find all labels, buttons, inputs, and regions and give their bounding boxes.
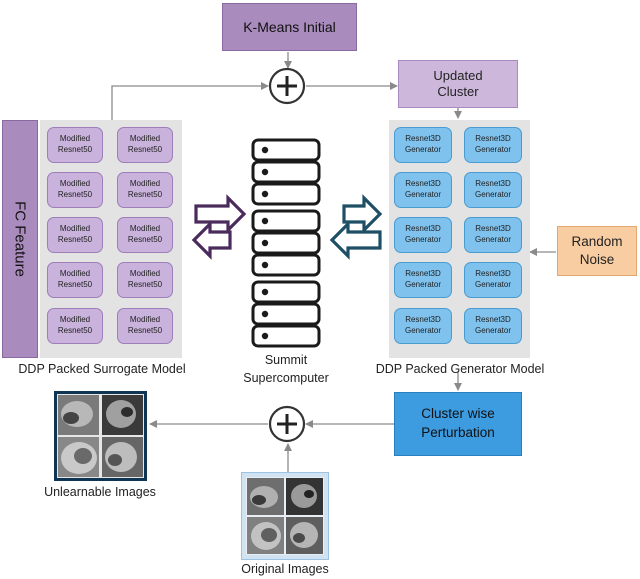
generator-block: Resnet3D Generator xyxy=(464,217,522,253)
generator-block: Resnet3D Generator xyxy=(394,262,452,298)
surrogate-to-plus-arrow xyxy=(111,82,269,120)
original-ct-image xyxy=(246,477,324,555)
server-led-icons xyxy=(261,146,269,340)
unlearnable-images-grid xyxy=(54,391,147,481)
cluster-perturbation-box: Cluster wise Perturbation xyxy=(394,392,522,456)
right-exchange-arrows-icon xyxy=(329,194,383,260)
original-images-grid xyxy=(241,472,329,560)
updated-cluster-box: Updated Cluster xyxy=(398,60,518,108)
generator-block: Resnet3D Generator xyxy=(394,217,452,253)
bottom-plus-icon xyxy=(268,405,306,443)
surrogate-block: Modified Resnet50 xyxy=(47,308,103,344)
generator-model-panel: Resnet3D Generator Resnet3D Generator Re… xyxy=(389,120,530,358)
fc-feature-label: FC Feature xyxy=(11,201,29,277)
surrogate-block: Modified Resnet50 xyxy=(117,172,173,208)
unlearnable-images-caption: Unlearnable Images xyxy=(44,485,156,499)
generator-model-caption: DDP Packed Generator Model xyxy=(375,362,545,376)
surrogate-block: Modified Resnet50 xyxy=(47,217,103,253)
kmeans-initial-box: K-Means Initial xyxy=(222,3,357,51)
surrogate-model-caption: DDP Packed Surrogate Model xyxy=(18,362,186,376)
generator-block: Resnet3D Generator xyxy=(394,308,452,344)
surrogate-block: Modified Resnet50 xyxy=(47,127,103,163)
surrogate-block: Modified Resnet50 xyxy=(47,172,103,208)
random-noise-box: Random Noise xyxy=(557,226,637,276)
surrogate-block: Modified Resnet50 xyxy=(117,217,173,253)
generator-block: Resnet3D Generator xyxy=(464,127,522,163)
generator-block: Resnet3D Generator xyxy=(464,308,522,344)
surrogate-model-panel: Modified Resnet50 Modified Resnet50 Modi… xyxy=(40,120,182,358)
surrogate-block: Modified Resnet50 xyxy=(117,127,173,163)
unlearnable-ct-image xyxy=(57,394,144,478)
surrogate-block: Modified Resnet50 xyxy=(117,308,173,344)
generator-block: Resnet3D Generator xyxy=(394,172,452,208)
server-stack-icon xyxy=(251,138,321,348)
supercomputer-caption: Summit Supercomputer xyxy=(243,353,329,385)
generator-block: Resnet3D Generator xyxy=(464,172,522,208)
generator-block: Resnet3D Generator xyxy=(464,262,522,298)
surrogate-block: Modified Resnet50 xyxy=(117,262,173,298)
fc-feature-bar: FC Feature xyxy=(2,120,38,358)
generator-block: Resnet3D Generator xyxy=(394,127,452,163)
surrogate-block: Modified Resnet50 xyxy=(47,262,103,298)
left-exchange-arrows-icon xyxy=(191,194,247,260)
original-images-caption: Original Images xyxy=(241,562,329,576)
top-plus-icon xyxy=(268,67,306,105)
